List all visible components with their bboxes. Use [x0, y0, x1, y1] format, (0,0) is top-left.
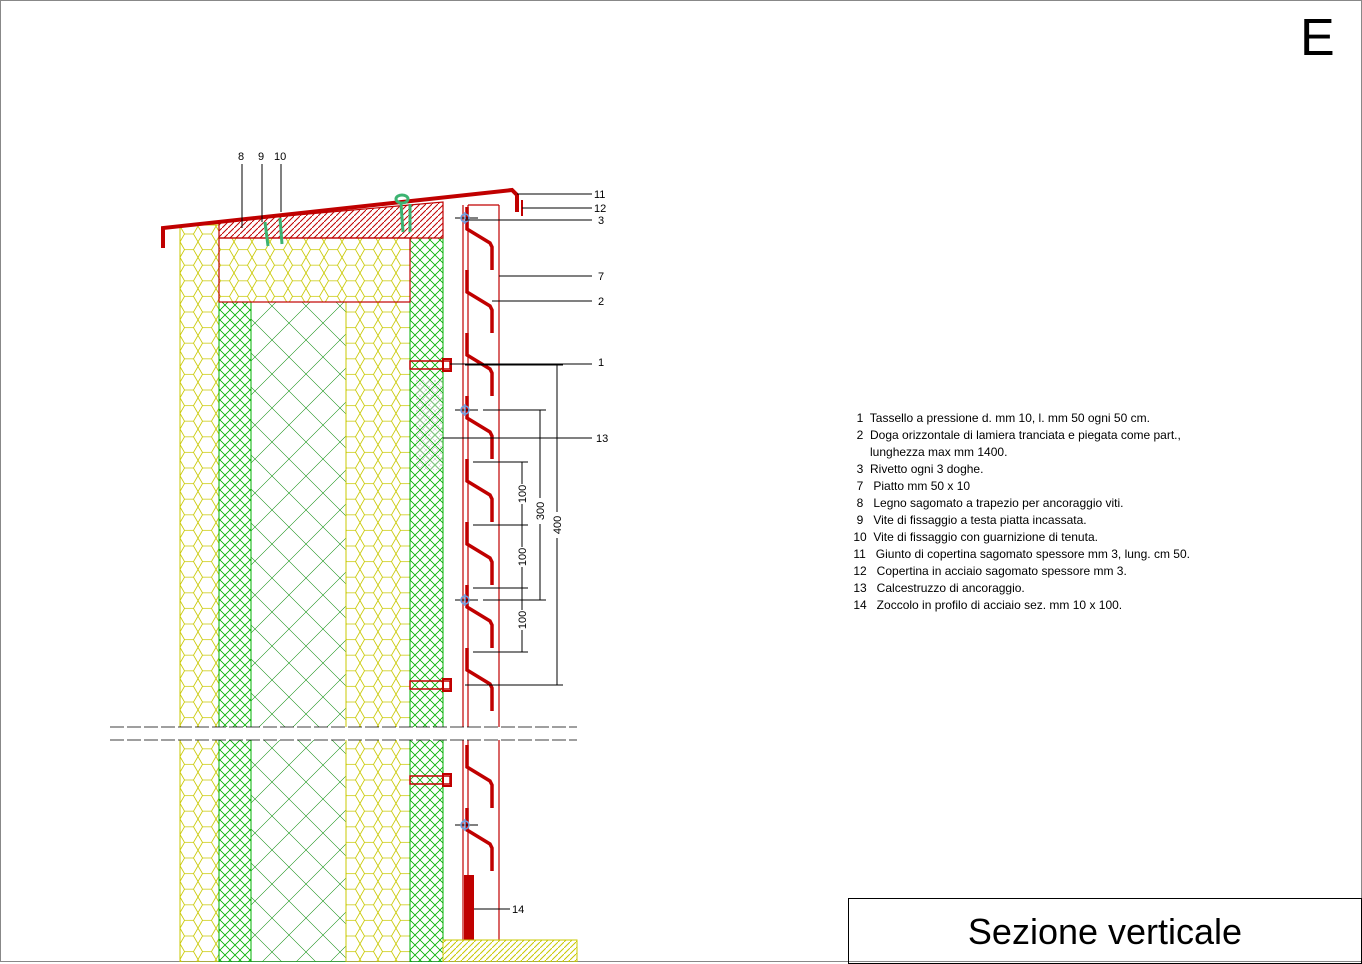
legend-item: 2 Doga orizzontale di lamiera tranciata …	[850, 428, 1181, 442]
doga-profile	[465, 522, 494, 585]
legend-item: 3 Rivetto ogni 3 doghe.	[850, 462, 984, 476]
coping	[161, 187, 523, 248]
legend-item: 13 Calcestruzzo di ancoraggio.	[850, 581, 1025, 595]
doga-profiles	[465, 207, 494, 871]
doga-profile	[465, 585, 494, 648]
legend-item: 12 Copertina in acciaio sagomato spessor…	[850, 564, 1127, 578]
rivets	[455, 212, 478, 831]
rivet-icon	[455, 212, 478, 224]
doga-profile	[465, 270, 494, 333]
legend-item: 10 Vite di fissaggio con guarnizione di …	[850, 530, 1098, 544]
doga-profile	[465, 648, 494, 711]
dim-100: 100	[517, 611, 529, 629]
dim-100: 100	[517, 485, 529, 503]
callout-labels: 8 9 10 11 12 3 7 2 1 13 14	[238, 151, 608, 916]
doga-profile	[465, 459, 494, 522]
legend-item: lunghezza max mm 1400.	[850, 445, 1008, 459]
callout-2: 2	[598, 296, 604, 308]
callout-14: 14	[512, 904, 524, 916]
dim-300: 300	[535, 502, 547, 520]
rivet-icon	[455, 819, 478, 831]
anchor-bolts	[409, 358, 452, 787]
callout-7: 7	[598, 271, 604, 283]
cladding	[409, 204, 578, 962]
screw-icon	[263, 193, 412, 247]
drawing-title: Sezione verticale	[967, 911, 1243, 952]
callout-8: 8	[238, 151, 244, 163]
wood-trapezoid	[218, 201, 444, 239]
callout-11: 11	[594, 189, 605, 201]
anchor-bolt-icon	[409, 358, 452, 372]
callout-10: 10	[274, 151, 286, 163]
rivet-icon	[455, 594, 478, 606]
title-block: Sezione verticale	[848, 898, 1362, 964]
legend-item: 8 Legno sagomato a trapezio per ancoragg…	[850, 496, 1124, 510]
callout-13: 13	[596, 433, 608, 445]
plinth-profile	[464, 875, 474, 940]
legend-item: 9 Vite di fissaggio a testa piatta incas…	[850, 513, 1087, 527]
anchor-bolt-icon	[409, 678, 452, 692]
dim-400: 400	[552, 516, 564, 534]
break-line	[110, 726, 577, 741]
legend-item: 1 Tassello a pressione d. mm 10, l. mm 5…	[850, 411, 1150, 425]
callout-1: 1	[598, 357, 604, 369]
wall-layers	[179, 201, 444, 962]
sheet-letter: E	[1300, 9, 1335, 67]
legend-item: 14 Zoccolo in profilo di acciaio sez. mm…	[850, 598, 1123, 612]
doga-profile	[465, 207, 494, 270]
doga-profile	[465, 808, 494, 871]
doga-profile	[465, 745, 494, 808]
legend: 1 Tassello a pressione d. mm 10, l. mm 5…	[850, 410, 1190, 614]
dimension-lines	[465, 364, 563, 686]
anchor-bolt-icon	[409, 773, 452, 787]
doga-profile	[465, 333, 494, 396]
callout-leaders	[241, 164, 592, 910]
callout-3: 3	[598, 215, 604, 227]
ground	[442, 939, 578, 962]
doga-profile	[465, 396, 494, 459]
legend-item: 7 Piatto mm 50 x 10	[850, 479, 971, 493]
callout-12: 12	[594, 203, 606, 215]
legend-item: 11 Giunto di copertina sagomato spessore…	[850, 547, 1190, 561]
dim-100: 100	[517, 548, 529, 566]
callout-9: 9	[258, 151, 264, 163]
rivet-icon	[455, 404, 478, 416]
